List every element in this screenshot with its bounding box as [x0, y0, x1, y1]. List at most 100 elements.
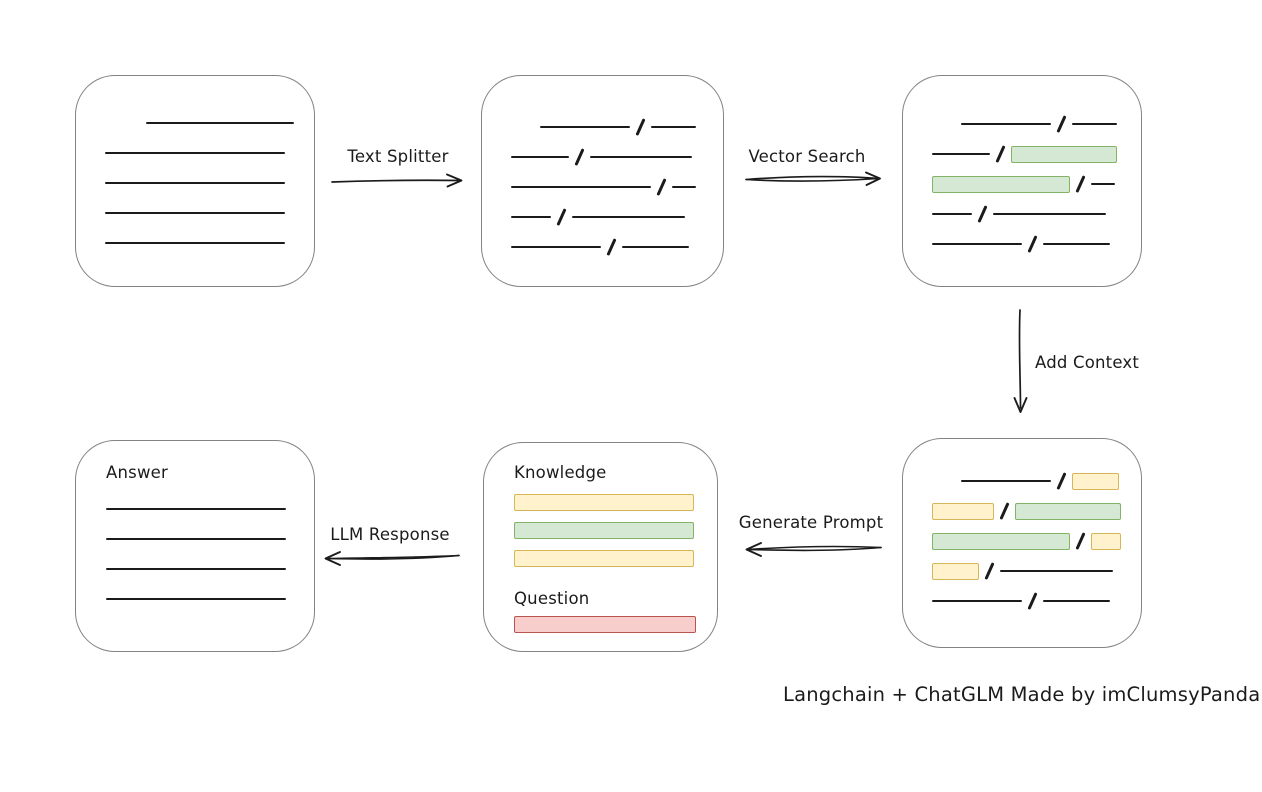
text-line [1042, 600, 1110, 602]
chunk-row [106, 568, 292, 570]
chunk-row [932, 470, 1119, 492]
chunk-row [511, 116, 701, 138]
chunk-row [511, 236, 701, 258]
slash-separator [1056, 472, 1067, 490]
text-line [961, 480, 1051, 482]
slash-separator [1056, 115, 1067, 133]
generate-prompt-label: Generate Prompt [738, 513, 884, 532]
text-line [621, 246, 689, 248]
slash-separator [574, 148, 585, 166]
answer-box: Answer [75, 440, 315, 652]
document-lines [76, 76, 314, 254]
text-line [1090, 183, 1115, 185]
text-line [650, 126, 696, 128]
chunk-row [511, 176, 701, 198]
prompt-bar-yellow [514, 550, 694, 567]
answer-label: Answer [106, 463, 168, 482]
text-line [932, 243, 1022, 245]
text-line [106, 598, 286, 600]
add-context-label: Add Context [1035, 353, 1140, 372]
text-line [1042, 243, 1110, 245]
text-line [106, 568, 286, 570]
text-line [932, 600, 1022, 602]
chunk-row [932, 113, 1119, 135]
highlight-bar-yellow [932, 562, 979, 580]
highlight-bar-yellow [1090, 532, 1121, 550]
slash-separator [1027, 235, 1038, 253]
slash-separator [999, 502, 1010, 520]
diagram-caption: Langchain + ChatGLM Made by imClumsyPand… [783, 683, 1261, 706]
slash-separator [1027, 592, 1038, 610]
slash-separator [656, 178, 667, 196]
vector-search-arrow [745, 171, 881, 186]
prompt-bar-green [514, 522, 694, 539]
retrieved-chunks-box [902, 75, 1142, 287]
text-line [932, 213, 972, 215]
text-line [106, 508, 286, 510]
chunk-row [932, 143, 1119, 165]
chunk-row [105, 202, 292, 224]
slash-separator [606, 238, 617, 256]
text-line [671, 186, 696, 188]
slash-separator [995, 145, 1006, 163]
chunk-row [106, 598, 292, 600]
chunk-row [105, 112, 294, 134]
indent-gap [105, 123, 137, 124]
answer-lines [106, 508, 292, 600]
slash-separator [635, 118, 646, 136]
question-bars [514, 616, 696, 633]
text-line [105, 152, 285, 154]
slash-separator [556, 208, 567, 226]
slash-separator [1075, 175, 1086, 193]
chunk-row [932, 590, 1119, 612]
chunk-row [932, 233, 1119, 255]
text-splitter-arrow [331, 173, 463, 188]
text-line [105, 242, 285, 244]
chunk-row [106, 538, 292, 540]
chunk-row [932, 500, 1121, 522]
chunk-row [511, 146, 701, 168]
prompt-bar-red [514, 616, 696, 633]
indent-gap [932, 481, 952, 482]
text-line [1071, 123, 1117, 125]
context-box [902, 438, 1142, 648]
chunk-row [932, 203, 1119, 225]
text-line [105, 212, 285, 214]
highlight-bar-green [1014, 502, 1121, 520]
knowledge-bars [514, 494, 695, 567]
chunk-row [932, 173, 1119, 195]
text-line [999, 570, 1113, 572]
text-line [992, 213, 1106, 215]
chunk-row [106, 508, 292, 510]
highlight-bar-green [932, 175, 1070, 193]
slash-separator [977, 205, 988, 223]
chunk-row [932, 560, 1119, 582]
text-line [540, 126, 630, 128]
text-line [146, 122, 294, 124]
highlight-bar-yellow [1071, 472, 1119, 490]
chunk-row [511, 206, 701, 228]
context-lines [903, 439, 1141, 612]
slash-separator [1075, 532, 1086, 550]
chunk-row [105, 232, 292, 254]
slash-separator [984, 562, 995, 580]
add-context-arrow [1013, 309, 1028, 413]
indent-gap [511, 127, 531, 128]
chunks-box [481, 75, 724, 287]
vector-search-label: Vector Search [748, 147, 866, 166]
chunk-row [932, 530, 1121, 552]
question-label: Question [514, 589, 590, 608]
prompt-bar-yellow [514, 494, 694, 511]
indent-gap [932, 124, 952, 125]
highlight-bar-yellow [932, 502, 994, 520]
highlight-bar-green [932, 532, 1070, 550]
text-line [511, 186, 651, 188]
text-line [511, 216, 551, 218]
text-splitter-label: Text Splitter [347, 147, 449, 166]
text-line [589, 156, 692, 158]
chunk-row [105, 142, 292, 164]
llm-response-label: LLM Response [330, 525, 450, 544]
answer-content: Answer [76, 441, 314, 600]
llm-response-arrow [324, 551, 460, 566]
